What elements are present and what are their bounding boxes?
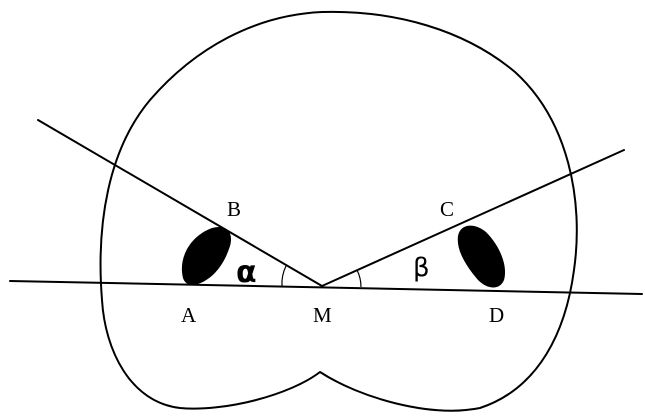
label-alpha: α xyxy=(236,255,257,290)
ray-mb xyxy=(37,119,323,287)
label-beta: β xyxy=(413,253,430,283)
right-dark-structure xyxy=(457,225,506,288)
angle-arc-alpha xyxy=(281,265,287,287)
label-b: B xyxy=(227,197,241,221)
label-a: A xyxy=(181,303,197,327)
angle-arc-beta xyxy=(356,269,362,288)
left-dark-structure xyxy=(181,226,232,285)
label-m: M xyxy=(313,303,332,327)
outer-contour xyxy=(99,10,578,412)
ray-mc xyxy=(321,149,625,287)
baseline xyxy=(9,280,643,295)
label-c: C xyxy=(440,197,454,221)
label-d: D xyxy=(489,303,504,327)
